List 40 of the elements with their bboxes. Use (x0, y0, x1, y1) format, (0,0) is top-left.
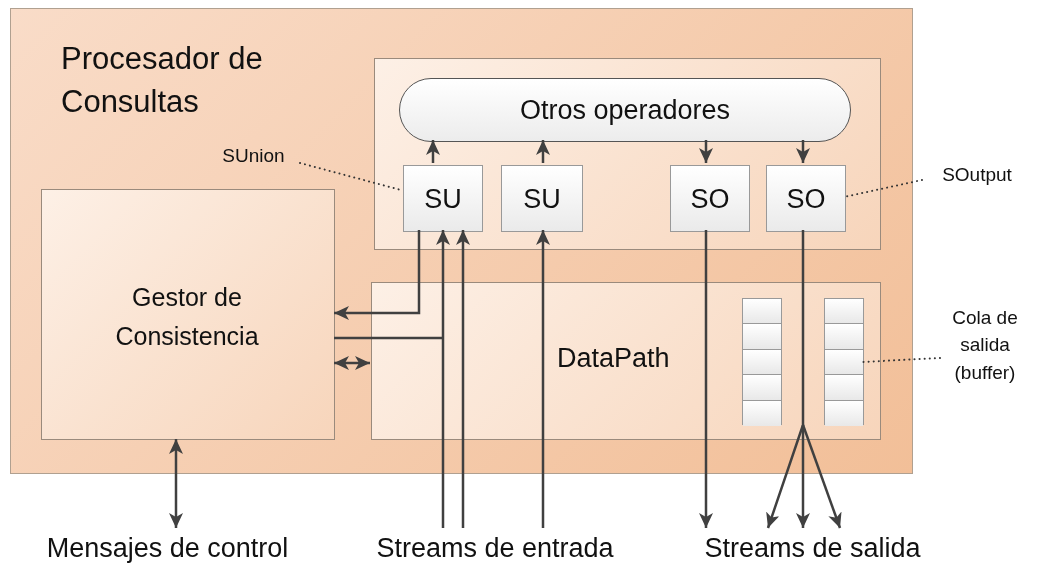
leader-line (843, 179, 923, 198)
arrow (766, 230, 842, 529)
datapath-label: DataPath (557, 343, 670, 374)
operator-label: SO (785, 183, 827, 214)
manager-box (41, 189, 335, 440)
stream-label: Streams de salida (665, 528, 960, 568)
operator-box (670, 165, 750, 232)
operator-box (766, 165, 846, 232)
arrow (796, 140, 810, 163)
callout-label: Cola de salida (buffer) (940, 300, 1030, 390)
connector-line (334, 336, 442, 340)
stream-label: Streams de entrada (345, 528, 645, 568)
arrow (426, 140, 440, 163)
datapath-box (371, 282, 881, 440)
arrow (436, 230, 450, 528)
buffer-queue (824, 298, 864, 425)
panel-title: Procesador de Consultas (61, 40, 264, 122)
arrow (536, 140, 550, 163)
arrow (169, 439, 183, 528)
arrow (699, 140, 713, 163)
processor-panel (10, 8, 913, 474)
callout-label: SUnion (206, 141, 301, 171)
operator-box (403, 165, 483, 232)
arrow (334, 356, 370, 370)
arrow (699, 230, 713, 528)
manager-label: Gestor de Consistencia (114, 282, 260, 352)
operator-box (501, 165, 583, 232)
stream-label: Mensajes de control (0, 528, 335, 568)
arrow (334, 230, 421, 320)
callout-label: SOutput (922, 160, 1032, 190)
arrow (536, 230, 550, 528)
operator-label: SO (689, 183, 731, 214)
operator-label: SU (522, 183, 562, 214)
arrow (456, 230, 470, 528)
buffer-queue (742, 298, 782, 425)
operator-label: Otros operadores (518, 94, 732, 126)
operator-label: SU (423, 183, 463, 214)
operator-panel (374, 58, 881, 250)
leader-line (861, 357, 941, 363)
leader-line (299, 162, 402, 191)
